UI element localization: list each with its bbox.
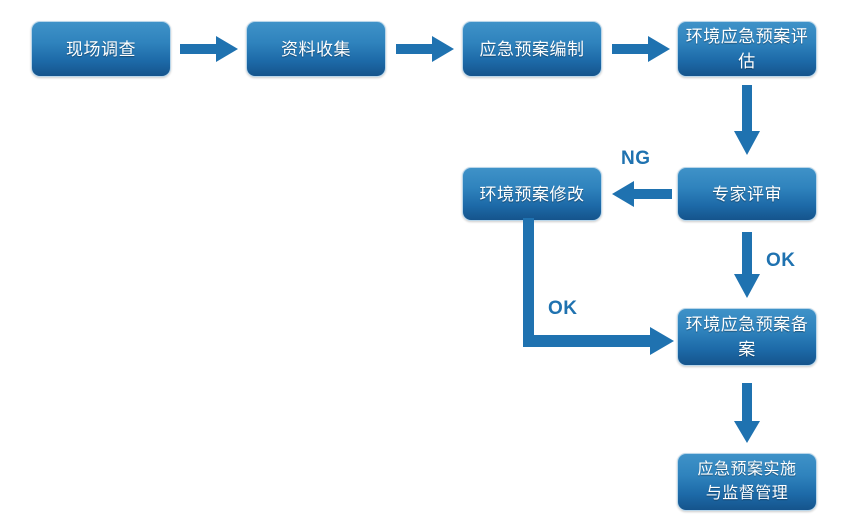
node-plan-drafting[interactable]: 应急预案编制 <box>462 21 602 77</box>
node-label: 应急预案编制 <box>479 39 585 59</box>
node-site-survey[interactable]: 现场调查 <box>31 21 171 77</box>
node-label: 环境预案修改 <box>479 184 585 204</box>
node-label: 环境应急预案备案 <box>685 315 809 359</box>
arrow-drafting-to-evaluation <box>612 34 672 64</box>
node-label: 资料收集 <box>281 39 351 59</box>
ng-text: NG <box>621 148 651 169</box>
node-label: 专家评审 <box>712 184 782 204</box>
edge-label-ok-revision: OK <box>548 298 578 320</box>
arrow-review-to-filing-ok <box>732 232 762 300</box>
node-label: 环境应急预案评估 <box>685 27 809 71</box>
arrow-evaluation-to-review <box>732 85 762 157</box>
node-data-collection[interactable]: 资料收集 <box>246 21 386 77</box>
ok-text: OK <box>766 250 796 271</box>
node-plan-filing[interactable]: 环境应急预案备案 <box>677 308 817 366</box>
node-label: 现场调查 <box>66 39 136 59</box>
node-plan-revision[interactable]: 环境预案修改 <box>462 167 602 221</box>
node-label: 应急预案实施 与监督管理 <box>697 461 797 502</box>
edge-label-ok-review: OK <box>766 250 796 272</box>
node-expert-review[interactable]: 专家评审 <box>677 167 817 221</box>
arrow-revision-to-filing-ok <box>518 218 678 358</box>
edge-label-ng: NG <box>621 148 651 170</box>
ok-text: OK <box>548 298 578 319</box>
arrow-filing-to-implementation <box>732 383 762 445</box>
node-plan-implementation[interactable]: 应急预案实施 与监督管理 <box>677 453 817 511</box>
arrow-survey-to-collection <box>180 34 240 64</box>
node-plan-evaluation[interactable]: 环境应急预案评估 <box>677 21 817 77</box>
arrow-collection-to-drafting <box>396 34 456 64</box>
arrow-review-to-revision-ng <box>610 179 672 209</box>
